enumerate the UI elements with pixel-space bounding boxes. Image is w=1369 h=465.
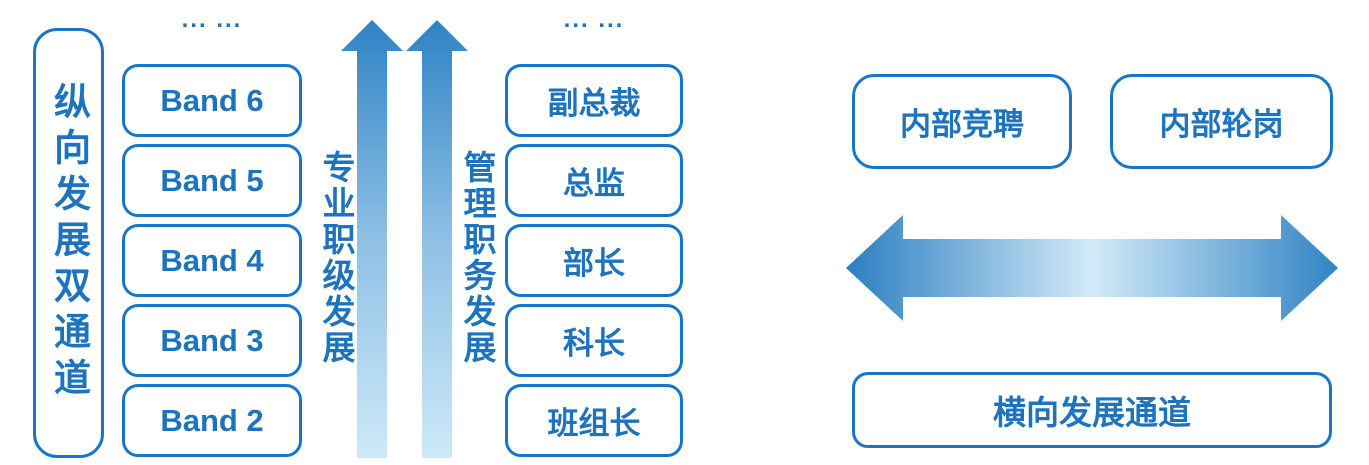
management-box-director-label: 总监 xyxy=(563,166,625,201)
band-box-6-label: Band 6 xyxy=(160,82,264,118)
band-box-6: Band 6 xyxy=(122,64,302,137)
band-box-5-label: Band 5 xyxy=(160,162,264,198)
up-arrow-icon xyxy=(406,20,468,458)
management-box-team-leader: 班组长 xyxy=(505,384,683,457)
band-box-3: Band 3 xyxy=(122,304,302,377)
management-box-vp: 副总裁 xyxy=(505,64,683,137)
management-box-section-chief-label: 科长 xyxy=(563,326,625,361)
band-box-2: Band 2 xyxy=(122,384,302,457)
management-box-section-chief: 科长 xyxy=(505,304,683,377)
band-box-2-label: Band 2 xyxy=(160,402,264,438)
internal-rotation-label: 内部轮岗 xyxy=(1159,107,1284,142)
up-arrow-icon xyxy=(341,20,403,458)
band-box-3-label: Band 3 xyxy=(160,322,264,358)
management-box-team-leader-label: 班组长 xyxy=(547,406,641,441)
internal-competition-label: 内部竞聘 xyxy=(900,107,1024,142)
vertical-channel-box: 纵向发展双通道 xyxy=(33,28,104,458)
band-box-4-label: Band 4 xyxy=(160,242,264,278)
management-box-vp-label: 副总裁 xyxy=(547,86,641,121)
internal-competition-box: 内部竞聘 xyxy=(852,74,1072,169)
double-arrow-icon xyxy=(846,215,1338,321)
management-track-label: 管理职务发展 xyxy=(459,150,496,366)
horizontal-channel-box: 横向发展通道 xyxy=(852,372,1332,448)
horizontal-channel-label: 横向发展通道 xyxy=(993,394,1191,431)
management-column-ellipsis: ... ... xyxy=(563,6,625,33)
professional-track-label: 专业职级发展 xyxy=(318,150,355,366)
band-box-5: Band 5 xyxy=(122,144,302,217)
band-column-ellipsis: ... ... xyxy=(181,6,243,33)
management-box-director: 总监 xyxy=(505,144,683,217)
vertical-channel-label: 纵向发展双通道 xyxy=(48,82,90,404)
management-box-minister: 部长 xyxy=(505,224,683,297)
band-box-4: Band 4 xyxy=(122,224,302,297)
internal-rotation-box: 内部轮岗 xyxy=(1110,74,1333,169)
management-box-minister-label: 部长 xyxy=(563,246,625,281)
